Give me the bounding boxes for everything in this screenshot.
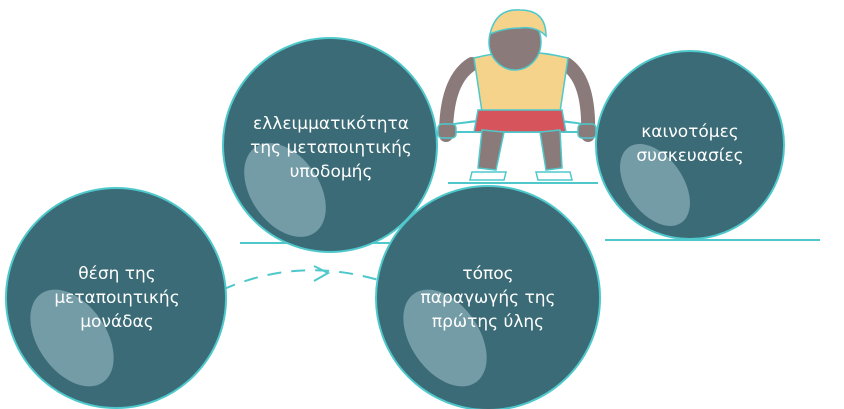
bubble-innovative-packaging: [596, 51, 784, 239]
bubble-raw-material-origin: [376, 186, 600, 409]
weightlifter-icon: [432, 10, 600, 180]
bubble-production-infrastructure: [223, 38, 437, 252]
bubble-plant-location: [6, 188, 226, 408]
dashed-arrow-icon: [222, 266, 385, 290]
